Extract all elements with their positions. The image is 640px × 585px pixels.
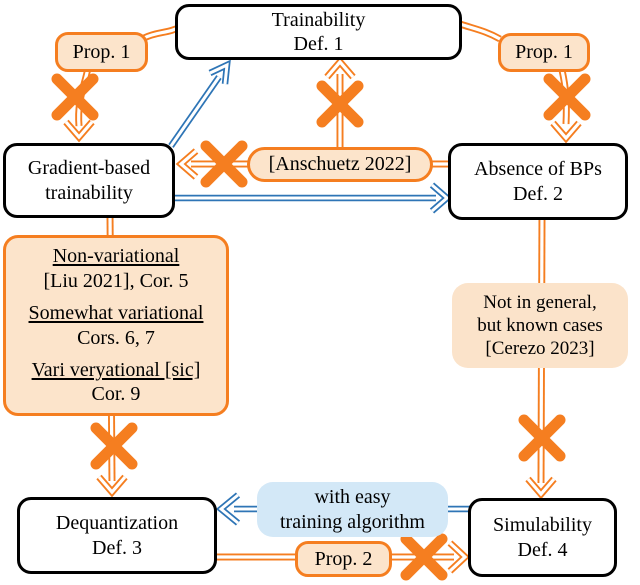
- arrow-anschuetz-to-trainability-crossed: [324, 56, 356, 150]
- cross-gradient-dequantization-icon: [90, 422, 138, 470]
- cerezo-line3: [Cerezo 2023]: [485, 338, 595, 360]
- trainability-def: Def. 1: [293, 33, 344, 55]
- nonvariational-entry-3: Vari veryational [sic] Cor. 9: [32, 358, 201, 407]
- prop1-right-box: Prop. 1: [498, 33, 590, 72]
- nonvariational-entry-1: Non-variational [Liu 2021], Cor. 5: [44, 244, 189, 293]
- anschuetz-label: [Anschuetz 2022]: [268, 153, 412, 176]
- nonvariational-detail-1: [Liu 2021], Cor. 5: [43, 269, 189, 292]
- prop2-box: Prop. 2: [295, 541, 392, 577]
- nonvariational-entry-2: Somewhat variational Cors. 6, 7: [29, 301, 204, 350]
- easy-training-note-box: with easy training algorithm: [257, 482, 448, 537]
- gradient-line1: Gradient-based: [27, 157, 151, 180]
- cerezo-note-box: Not in general, but known cases [Cerezo …: [452, 283, 628, 368]
- nonvariational-heading-1: Non-variational: [52, 245, 180, 268]
- prop1-left-box: Prop. 1: [55, 32, 148, 72]
- anschuetz-box: [Anschuetz 2022]: [247, 147, 433, 182]
- simulability-def: Def. 4: [517, 538, 568, 561]
- prop2-label: Prop. 2: [314, 547, 373, 570]
- prop1-left-label: Prop. 1: [72, 40, 131, 63]
- trainability-box: Trainability Def. 1: [175, 4, 462, 60]
- easy-training-line1: with easy: [314, 486, 391, 509]
- trainability-title: Trainability: [271, 8, 366, 31]
- arrow-gradient-to-absence: [172, 182, 452, 214]
- dequantization-line1: Dequantization: [55, 512, 179, 535]
- simulability-line1: Simulability: [493, 514, 592, 537]
- simulability-box: Simulability Def. 4: [468, 498, 617, 577]
- nonvariational-detail-3: Cor. 9: [91, 383, 141, 406]
- absence-of-bps-box: Absence of BPs Def. 2: [448, 143, 628, 220]
- cross-prop2-icon: [400, 533, 448, 581]
- dequantization-def: Def. 3: [92, 536, 142, 559]
- gradient-line2: trainability: [45, 181, 133, 204]
- nonvariational-heading-2: Somewhat variational: [28, 302, 204, 325]
- cross-absence-simulability-icon: [518, 414, 566, 462]
- absence-def: Def. 2: [513, 182, 563, 205]
- arc-trainability-to-prop1-right: [458, 20, 502, 43]
- cross-anschuetz-up-icon: [316, 80, 364, 128]
- nonvariational-detail-2: Cors. 6, 7: [77, 326, 155, 349]
- cross-prop1-left-icon: [51, 73, 99, 121]
- dequantization-box: Dequantization Def. 3: [17, 497, 217, 574]
- cross-anschuetz-left-icon: [200, 140, 248, 188]
- cerezo-line1: Not in general,: [483, 291, 597, 313]
- arrow-gradient-to-trainability: [168, 59, 231, 148]
- absence-line1: Absence of BPs: [474, 158, 602, 181]
- cross-prop1-right-icon: [543, 73, 591, 121]
- cerezo-line2: but known cases: [477, 314, 603, 336]
- easy-training-line2: training algorithm: [280, 510, 425, 533]
- nonvariational-box: Non-variational [Liu 2021], Cor. 5 Somew…: [3, 235, 229, 416]
- prop1-right-label: Prop. 1: [515, 41, 573, 64]
- gradient-trainability-box: Gradient-based trainability: [3, 143, 175, 218]
- nonvariational-heading-3: Vari veryational [sic]: [31, 358, 201, 381]
